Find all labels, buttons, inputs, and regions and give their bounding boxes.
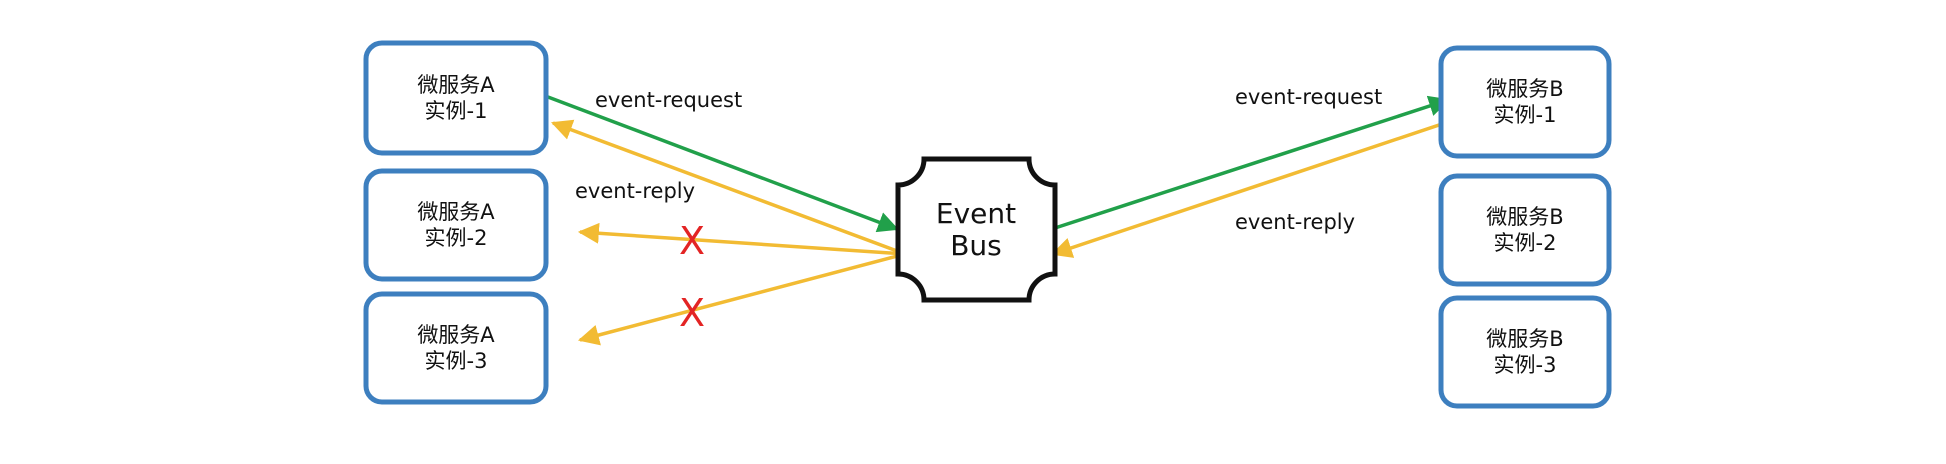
node-service-a-instance-2[interactable]: 微服务A 实例-2 [363,168,549,282]
edge-a1-to-bus-request [547,95,899,233]
node-a2-name: 微服务A [417,200,495,224]
label-left-reply: event-reply [575,179,695,203]
node-b3-instance: 实例-3 [1494,353,1557,377]
node-service-b-instance-1[interactable]: 微服务B 实例-1 [1438,45,1612,159]
node-service-a-instance-1[interactable]: 微服务A 实例-1 [363,40,549,156]
node-a3-instance: 实例-3 [425,349,488,373]
node-b1-name: 微服务B [1486,77,1563,101]
node-service-b-instance-2[interactable]: 微服务B 实例-2 [1438,173,1612,287]
edge-bus-to-b1-request [1054,95,1450,230]
node-a2-instance: 实例-2 [425,226,488,250]
edge-bus-to-a1-reply [551,119,906,256]
node-event-bus[interactable]: Event Bus [895,156,1058,303]
edge-b1-to-bus-reply [1051,120,1449,258]
node-b2-name: 微服务B [1486,205,1563,229]
node-a1-name: 微服务A [417,73,495,97]
node-b1-instance: 实例-1 [1494,103,1557,127]
edge-bus-to-a3-reply [577,252,906,346]
label-right-reply: event-reply [1235,210,1355,234]
node-bus-line1: Event [936,197,1016,230]
label-right-request: event-request [1235,85,1382,109]
node-service-b-instance-3[interactable]: 微服务B 实例-3 [1438,295,1612,409]
blocked-mark-a3: X [679,291,705,335]
node-a1-instance: 实例-1 [425,99,488,123]
node-b3-name: 微服务B [1486,327,1563,351]
blocked-mark-a2: X [679,219,705,263]
node-a3-name: 微服务A [417,323,495,347]
label-left-request: event-request [595,88,742,112]
node-bus-line2: Bus [950,229,1002,262]
edge-bus-to-a2-reply [577,222,906,256]
node-b2-instance: 实例-2 [1494,231,1557,255]
node-service-a-instance-3[interactable]: 微服务A 实例-3 [363,291,549,405]
